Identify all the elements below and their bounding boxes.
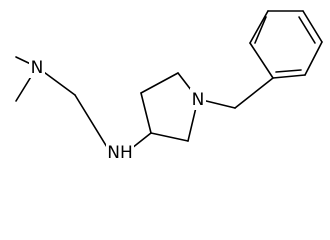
ring-bond-c3-c4 — [140, 92, 152, 134]
bond-benzyl-phenyl — [234, 77, 274, 109]
benzene-double-bond-3 — [254, 16, 267, 44]
ring-bond-c4-c5 — [140, 72, 179, 94]
benzene-double-bond-2 — [298, 16, 316, 44]
atom-nh-bg — [106, 141, 134, 163]
atom-n-ring: N — [192, 90, 205, 110]
benzene-bond-3 — [302, 10, 323, 43]
atom-n-dimethyl: N — [31, 58, 44, 78]
atom-n-dimethyl-bg — [29, 56, 45, 78]
chemical-structure: N NH N — [15, 10, 323, 163]
atom-n-ring-bg — [190, 88, 206, 110]
benzene-double-bond-1 — [275, 69, 302, 73]
benzene-bond-2 — [304, 41, 323, 76]
atom-nh: NH — [107, 143, 133, 163]
benzene-bond-1 — [272, 74, 306, 79]
ring-bond-c2-c3 — [150, 132, 189, 142]
molecule-canvas: N NH N — [15, 10, 323, 163]
bond-ch2-ch2 — [74, 94, 111, 153]
benzene-bond-5 — [249, 10, 269, 44]
benzene-bond-6 — [249, 42, 274, 79]
